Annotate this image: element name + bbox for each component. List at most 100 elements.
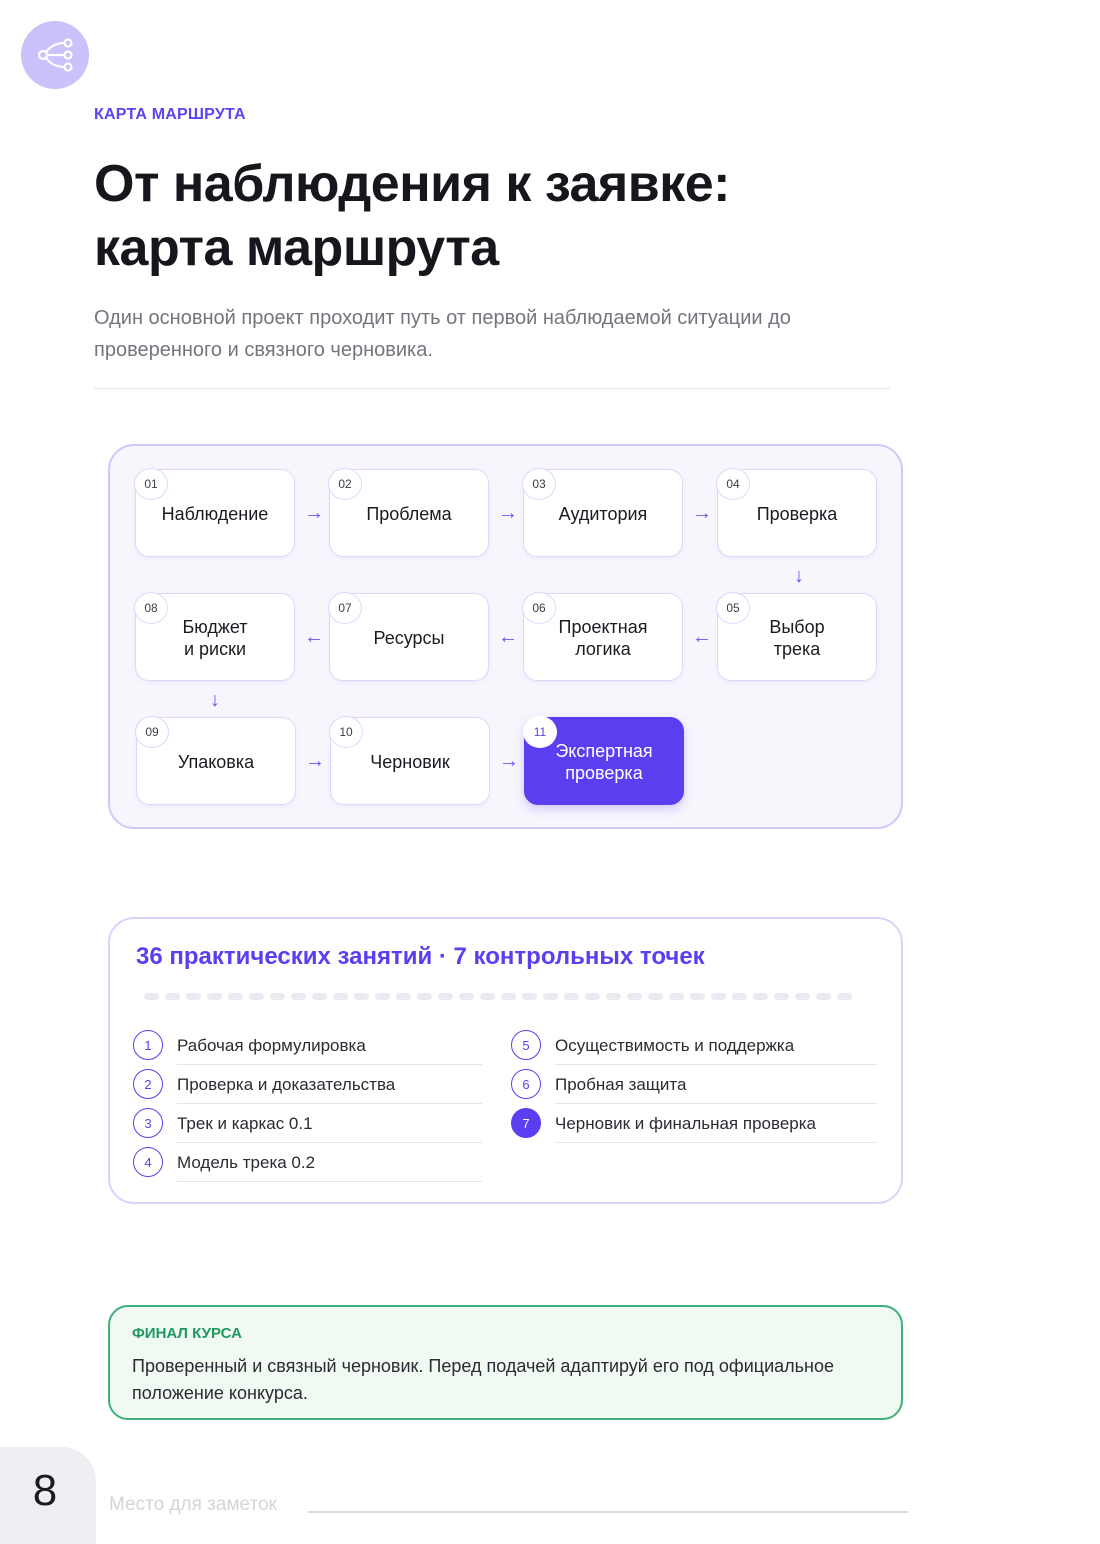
route-step-verification: 04 Проверка — [716, 468, 877, 557]
step-label: Ресурсы — [373, 628, 445, 648]
step-label: Черновик — [370, 752, 450, 772]
lesson-dot — [375, 993, 390, 1000]
step-number: 01 — [134, 468, 168, 500]
title-line-1: От наблюдения к заявке: — [94, 155, 731, 213]
divider — [94, 388, 890, 389]
arrow-right-icon: → — [499, 750, 519, 772]
route-step-problem: 02 Проблема — [328, 468, 489, 557]
step-number: 09 — [135, 716, 169, 748]
checkpoint-number: 3 — [133, 1108, 163, 1138]
lesson-dot — [627, 993, 642, 1000]
step-number: 06 — [522, 592, 556, 624]
lesson-dot — [312, 993, 327, 1000]
route-step-project-logic: 06 Проектная логика — [522, 592, 683, 681]
lesson-dot — [690, 993, 705, 1000]
route-step-draft: 10 Черновик — [329, 716, 490, 805]
step-number: 07 — [328, 592, 362, 624]
route-step-resources: 07 Ресурсы — [328, 592, 489, 681]
notes-line — [308, 1511, 908, 1513]
lesson-dot — [648, 993, 663, 1000]
arrow-right-icon: → — [692, 502, 712, 524]
section-eyebrow: КАРТА МАРШРУТА — [94, 106, 246, 123]
lesson-dot — [606, 993, 621, 1000]
course-final-callout: ФИНАЛ КУРСА Проверенный и связный чернов… — [108, 1305, 903, 1420]
page-number: 8 — [32, 1466, 58, 1515]
route-step-track-choice: 05 Выбор трека — [716, 592, 877, 681]
checkpoint-label: Осуществимость и поддержка — [555, 1026, 877, 1065]
lesson-dot — [396, 993, 411, 1000]
checkpoint-label: Черновик и финальная проверка — [555, 1104, 877, 1143]
lesson-dot — [669, 993, 684, 1000]
checkpoint-item: 3 Трек и каркас 0.1 — [133, 1104, 483, 1143]
route-logo — [21, 21, 89, 89]
step-label: Проектная логика — [558, 617, 648, 659]
arrow-down-icon: ↓ — [794, 565, 804, 587]
arrow-left-icon: ← — [498, 626, 518, 648]
lessons-title: 36 практических занятий · 7 контрольных … — [136, 943, 705, 970]
route-step-packaging: 09 Упаковка — [135, 716, 296, 805]
title-line-2: карта маршрута — [94, 219, 499, 277]
route-step-expert-review: 11 Экспертная проверка — [523, 716, 684, 805]
step-number: 04 — [716, 468, 750, 500]
final-text: Проверенный и связный черновик. Перед по… — [132, 1356, 835, 1403]
lesson-dot — [228, 993, 243, 1000]
step-number: 03 — [522, 468, 556, 500]
checkpoint-label: Проверка и доказательства — [177, 1065, 482, 1104]
arrow-right-icon: → — [305, 750, 325, 772]
checkpoint-number: 1 — [133, 1030, 163, 1060]
step-number: 11 — [523, 716, 557, 748]
checkpoint-item: 6 Пробная защита — [511, 1065, 881, 1104]
lesson-dot — [522, 993, 537, 1000]
lesson-dot — [795, 993, 810, 1000]
step-number: 08 — [134, 592, 168, 624]
checkpoint-item: 4 Модель трека 0.2 — [133, 1143, 483, 1182]
checkpoint-label: Трек и каркас 0.1 — [177, 1104, 482, 1143]
arrow-left-icon: ← — [692, 626, 712, 648]
route-map: 01 Наблюдение → 02 Проблема → 03 Аудитор… — [108, 444, 903, 829]
route-step-observation: 01 Наблюдение — [134, 468, 295, 557]
lesson-dot — [753, 993, 768, 1000]
arrow-down-icon: ↓ — [210, 689, 220, 711]
step-label: Аудитория — [558, 504, 648, 524]
lesson-dot — [249, 993, 264, 1000]
lesson-dot — [564, 993, 579, 1000]
lesson-dot — [333, 993, 348, 1000]
lesson-dot — [543, 993, 558, 1000]
lesson-dot — [585, 993, 600, 1000]
lesson-dot — [207, 993, 222, 1000]
page-number-tab — [0, 1447, 96, 1544]
lesson-dot — [291, 993, 306, 1000]
checkpoint-label: Рабочая формулировка — [177, 1026, 482, 1065]
lesson-dot — [774, 993, 789, 1000]
lesson-dot — [459, 993, 474, 1000]
arrow-right-icon: → — [304, 502, 324, 524]
lesson-dot — [438, 993, 453, 1000]
lesson-dot — [186, 993, 201, 1000]
step-number: 02 — [328, 468, 362, 500]
lesson-dot — [144, 993, 159, 1000]
lesson-dot — [165, 993, 180, 1000]
lesson-dot — [816, 993, 831, 1000]
lessons-panel: 36 практических занятий · 7 контрольных … — [108, 917, 903, 1204]
lesson-dot — [270, 993, 285, 1000]
checkpoint-label: Модель трека 0.2 — [177, 1143, 482, 1182]
checkpoint-label: Пробная защита — [555, 1065, 877, 1104]
checkpoint-number: 2 — [133, 1069, 163, 1099]
step-label: Наблюдение — [161, 504, 269, 524]
step-label: Упаковка — [177, 752, 255, 772]
route-step-budget: 08 Бюджет и риски — [134, 592, 295, 681]
step-number: 10 — [329, 716, 363, 748]
lesson-dot — [480, 993, 495, 1000]
lesson-dot — [417, 993, 432, 1000]
lesson-dot — [501, 993, 516, 1000]
step-number: 05 — [716, 592, 750, 624]
lesson-dot — [732, 993, 747, 1000]
step-label: Выбор трека — [769, 617, 825, 659]
checkpoint-number: 7 — [511, 1108, 541, 1138]
step-label: Проблема — [366, 504, 452, 524]
notes-placeholder: Место для заметок — [109, 1494, 277, 1515]
arrow-left-icon: ← — [304, 626, 324, 648]
checkpoint-item: 1 Рабочая формулировка — [133, 1026, 483, 1065]
lessons-progress-dots — [144, 993, 852, 1000]
route-step-audience: 03 Аудитория — [522, 468, 683, 557]
